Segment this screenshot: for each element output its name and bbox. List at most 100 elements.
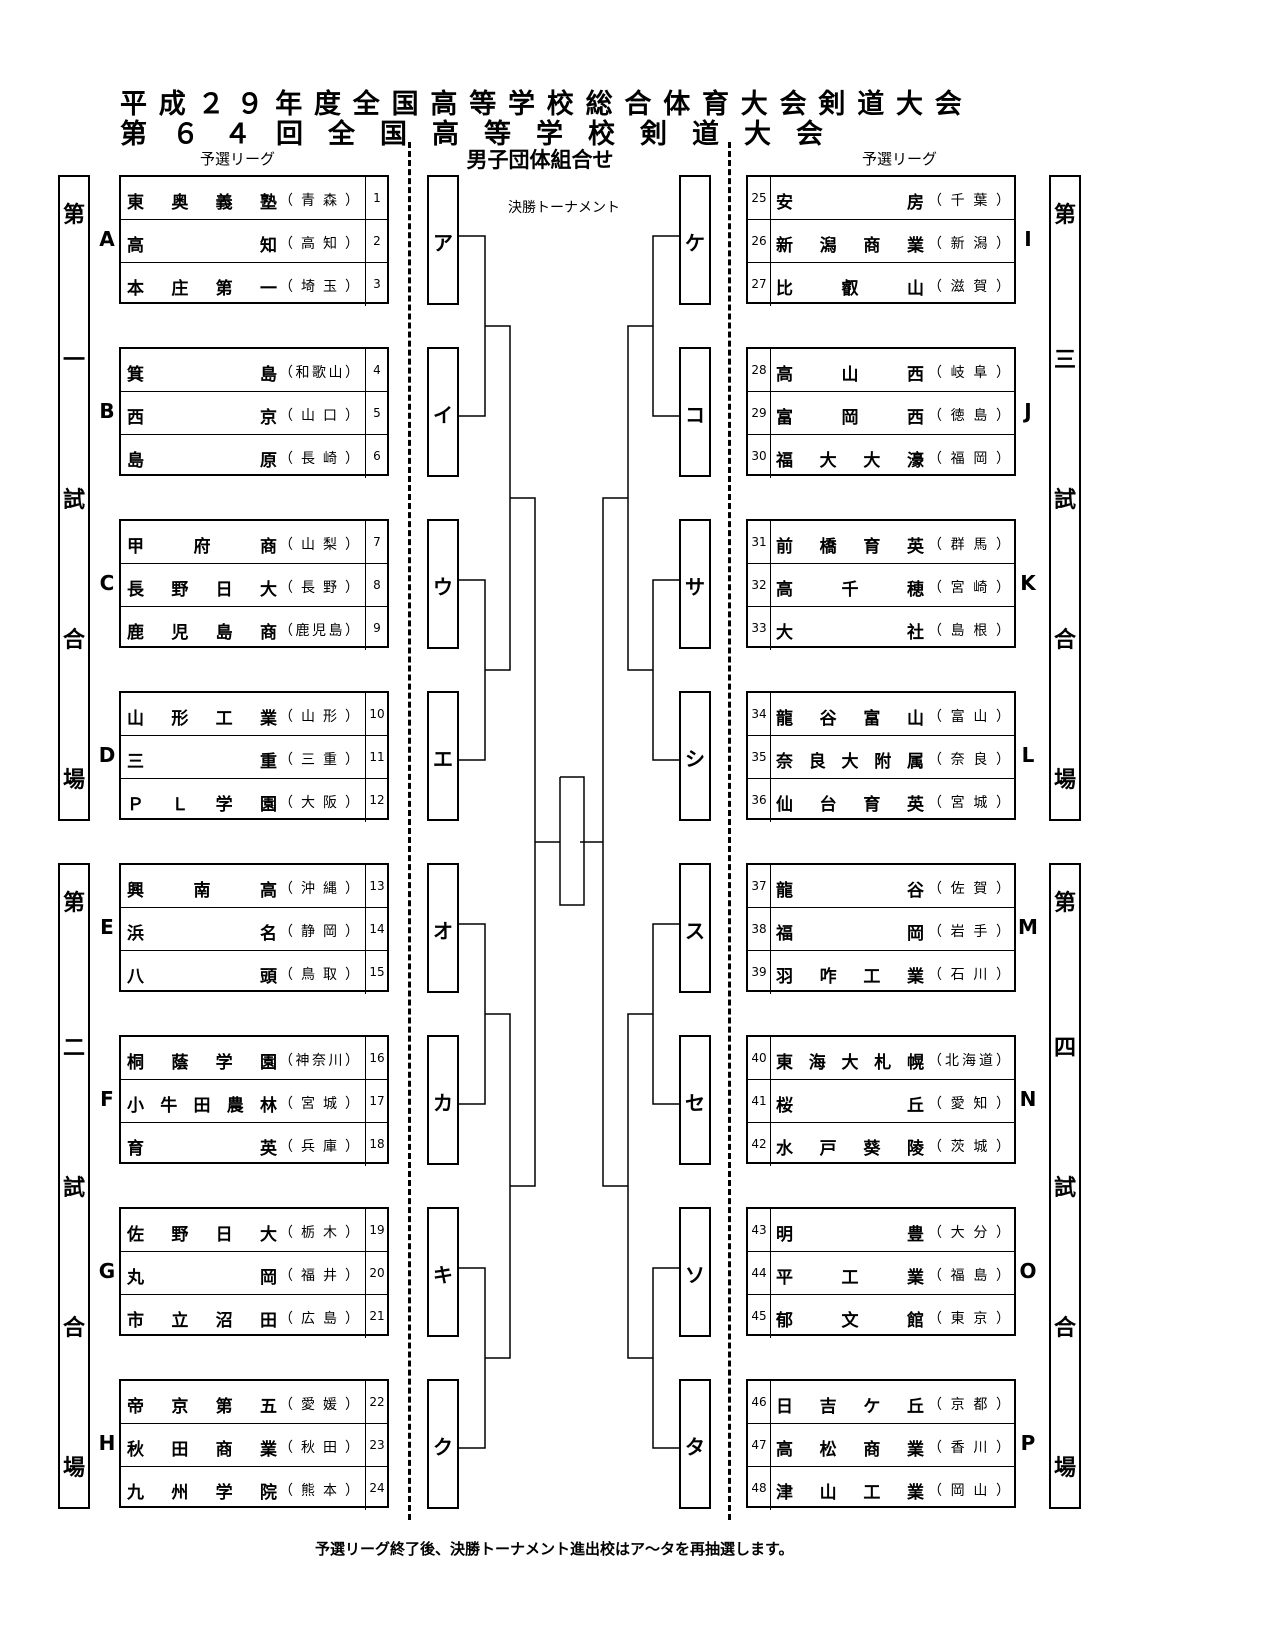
team-number: 29: [748, 392, 771, 435]
prefecture-char: ）: [345, 580, 359, 596]
team-number: 42: [748, 1123, 771, 1166]
team-number: 33: [748, 607, 771, 650]
prefecture-char: 賀: [973, 881, 988, 897]
slot-label: イ: [433, 403, 453, 427]
school-name-char: 本: [127, 279, 144, 299]
prefecture-char: 城: [973, 1139, 988, 1155]
tournament-slot: ク: [427, 1379, 459, 1509]
group-letter: L: [1021, 743, 1035, 767]
prefecture-char: 栃: [301, 1225, 315, 1241]
bracket-line: [459, 579, 486, 761]
prefecture-char: 崎: [973, 580, 988, 596]
tournament-slot: セ: [679, 1035, 711, 1165]
prefecture-char: 良: [973, 752, 988, 768]
school-name-char: Ｐ: [127, 795, 144, 815]
school-name: 桐蔭学園: [127, 1048, 277, 1073]
prefecture-char: （: [279, 1311, 293, 1327]
school-name: 長野日大: [127, 575, 277, 600]
school-name-char: 京: [171, 1397, 189, 1417]
prefecture-char: （: [928, 1053, 942, 1069]
subtitle: 男子団体組合せ: [466, 148, 614, 172]
prefecture-char: ）: [345, 1096, 359, 1112]
prefecture-char: 岐: [950, 365, 965, 381]
team-number: 6: [365, 435, 388, 478]
school-name-char: 濠: [906, 451, 924, 471]
prefecture: （香川）: [928, 1437, 1010, 1457]
school-name-char: 文: [841, 1311, 859, 1331]
school-name: 高知: [127, 231, 277, 256]
group-letter: N: [1019, 1087, 1037, 1111]
bracket-line: [459, 1267, 486, 1449]
prefecture-char: ）: [996, 1053, 1010, 1069]
prefecture-char: 新: [950, 236, 965, 252]
school-name-char: 知: [260, 236, 277, 256]
prefecture-char: 根: [973, 623, 988, 639]
prefecture-char: 群: [950, 537, 965, 553]
tournament-slot: ソ: [679, 1207, 711, 1337]
slot-label: ク: [433, 1435, 453, 1459]
prefecture-char: 高: [301, 236, 315, 252]
school-name-char: 高: [776, 1440, 793, 1460]
prefecture-char: 縄: [323, 881, 337, 897]
school-name: 九州学院: [127, 1478, 277, 1503]
school-name-char: 丘: [906, 1397, 924, 1417]
prefecture: （青森）: [279, 190, 359, 210]
prefecture-char: ）: [995, 967, 1010, 983]
prefecture-char: 川: [973, 1440, 988, 1456]
team-row: 小牛田農林（宮城）17: [121, 1080, 387, 1123]
team-number: 47: [748, 1424, 771, 1467]
prefecture-char: 山: [328, 365, 343, 381]
bracket-line: [559, 776, 585, 906]
prefecture-char: 福: [950, 1268, 965, 1284]
school-name: 育英: [127, 1134, 277, 1159]
prefecture: （千葉）: [928, 190, 1010, 210]
prefecture-char: （: [279, 580, 293, 596]
school-name-char: 桜: [776, 1096, 793, 1116]
prefecture-char: （: [279, 236, 293, 252]
school-name-char: 安: [776, 193, 793, 213]
school-name: 小牛田農林: [127, 1091, 277, 1116]
school-name-char: 大: [776, 623, 793, 643]
team-row: 甲府商（山梨）7: [121, 521, 387, 564]
school-name-char: 学: [215, 1483, 233, 1503]
school-name-char: 工: [863, 1483, 881, 1503]
school-name-char: 育: [127, 1139, 144, 1159]
school-name-char: 大: [819, 451, 837, 471]
prefecture-char: 庫: [323, 1139, 337, 1155]
prefecture-char: 手: [973, 924, 988, 940]
prefecture-char: 賀: [973, 279, 988, 295]
group-letter: P: [1020, 1431, 1036, 1455]
prefecture-char: 福: [301, 1268, 315, 1284]
prefecture: （岐阜）: [928, 362, 1010, 382]
school-name-char: 市: [127, 1311, 144, 1331]
prefecture-char: 児: [312, 623, 326, 639]
team-row: 桐蔭学園（神奈川）16: [121, 1037, 387, 1080]
league-label-left: 予選リーグ: [200, 150, 276, 168]
prefecture-char: 大: [950, 1225, 965, 1241]
prefecture-char: （: [928, 752, 942, 768]
school-name-char: 東: [776, 1053, 793, 1073]
prefecture: （埼玉）: [279, 276, 359, 296]
team-number: 4: [365, 349, 388, 392]
prefecture: （石川）: [928, 964, 1010, 984]
school-name-char: 学: [215, 795, 233, 815]
bracket-line: [510, 497, 536, 1187]
school-name-char: 工: [863, 967, 881, 987]
group-letter: H: [98, 1431, 116, 1455]
prefecture-char: ）: [995, 881, 1010, 897]
venue-box: 第二試合場: [58, 863, 90, 1509]
school-name-char: 龍: [776, 881, 793, 901]
team-number: 5: [365, 392, 388, 435]
school-name-char: 佐: [127, 1225, 144, 1245]
team-number: 37: [748, 865, 771, 908]
school-name: 明豊: [776, 1220, 924, 1245]
slot-label: ス: [685, 919, 705, 943]
prefecture-char: ）: [345, 1483, 359, 1499]
prefecture-char: ）: [345, 537, 359, 553]
school-name: 龍谷富山: [776, 704, 924, 729]
school-name-char: 英: [906, 795, 924, 815]
prefecture-char: ）: [345, 1397, 359, 1413]
